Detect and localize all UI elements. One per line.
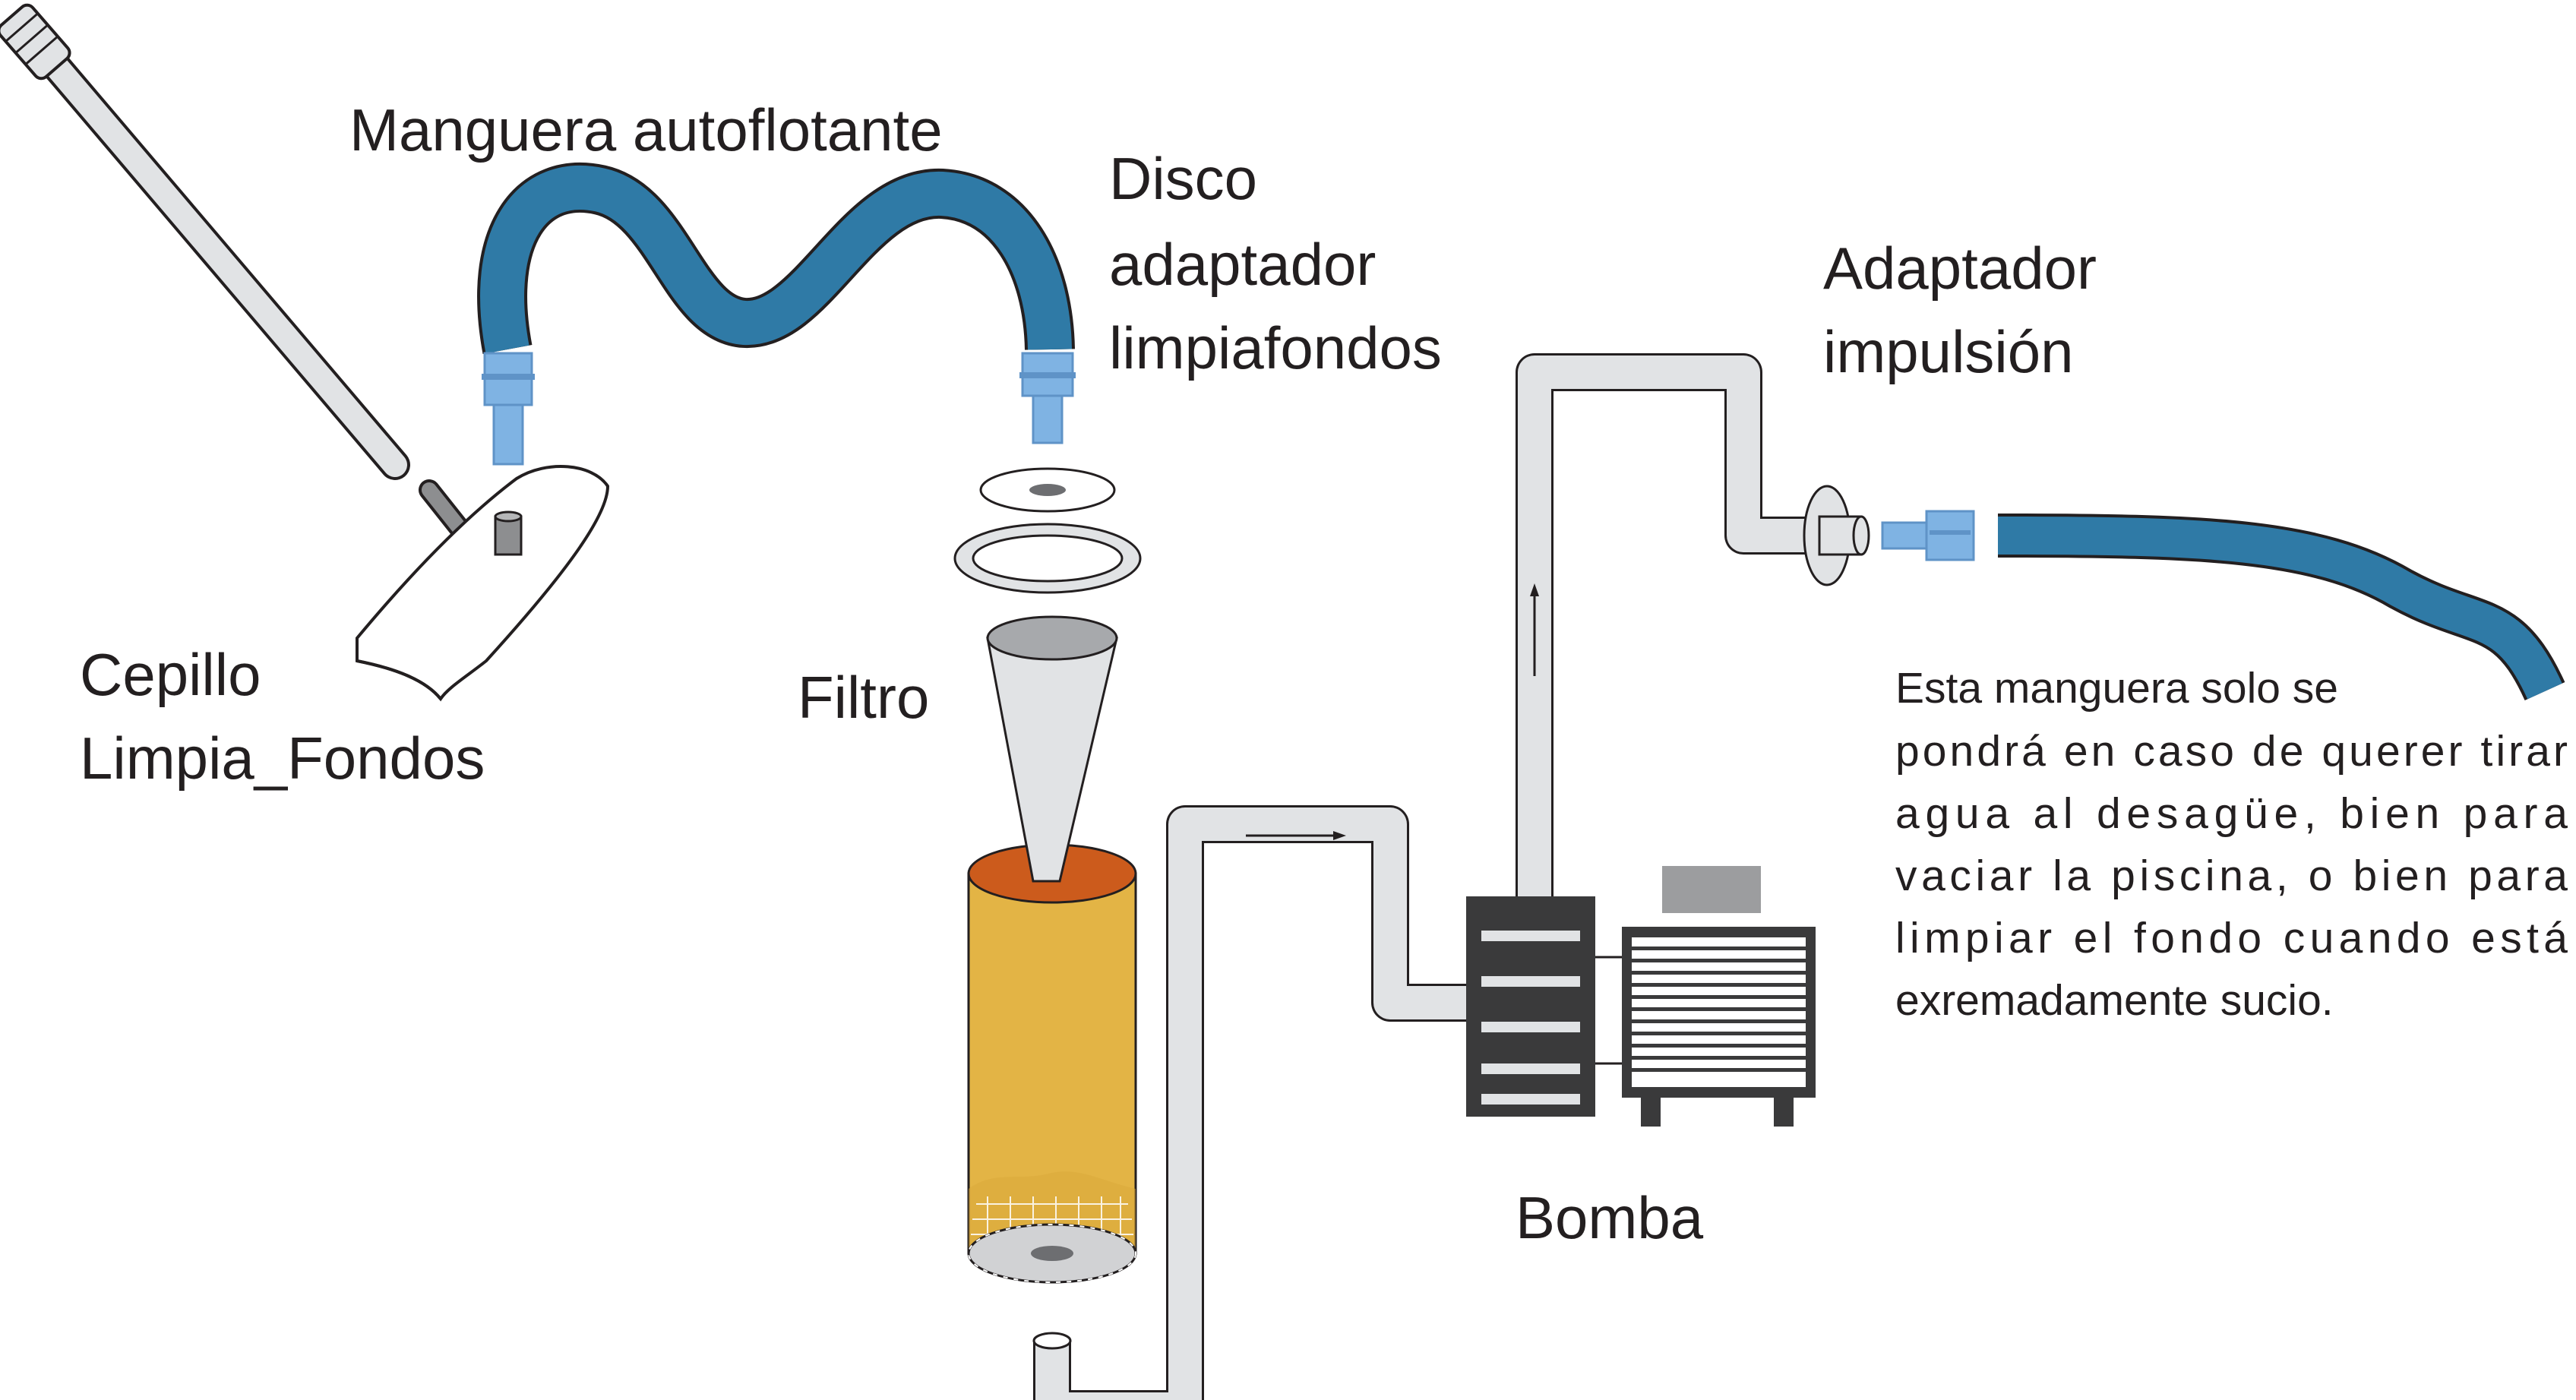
note-line: exremadamente sucio. [1895, 976, 2334, 1025]
brush-label-line2: Limpia_Fondos [80, 725, 485, 792]
flow-arrow-up-icon [1530, 583, 1539, 676]
motor-icon [1622, 866, 1816, 1127]
suction-pipe-icon [1032, 805, 1470, 1400]
flow-arrow-icon [1246, 831, 1346, 840]
disc-label-line3: limpiafondos [1109, 314, 1442, 381]
note-line: vaciar la piscina, o bien para [1895, 852, 2568, 900]
brush-pole-icon [0, 3, 478, 548]
note-line: Esta manguera solo se [1895, 664, 2338, 713]
hose-icon [477, 163, 1075, 355]
filter-icon [967, 615, 1137, 1284]
discharge-pipe-icon [1516, 353, 1819, 912]
hose-connector-left-icon [482, 352, 535, 466]
adapter-label-line2: impulsión [1823, 318, 2073, 385]
disc-label-line2: adaptador [1109, 231, 1376, 298]
brush-label-line1: Cepillo [80, 641, 261, 708]
filter-label: Filtro [798, 664, 929, 731]
note-text: Esta manguera solo se pondrá en caso de … [1895, 664, 2568, 1025]
disc-icon [953, 467, 1142, 594]
pump-icon [1466, 896, 1622, 1117]
brush-icon [356, 465, 610, 702]
discharge-connector-icon [1881, 510, 1975, 561]
hose-connector-right-icon [1019, 352, 1076, 444]
drain-hose-icon [1997, 514, 2565, 701]
adapter-label-line1: Adaptador [1823, 235, 2097, 302]
note-line: agua al desagüe, bien para [1895, 789, 2568, 838]
note-line: limpiar el fondo cuando está [1895, 914, 2568, 962]
note-line: pondrá en caso de querer tirar [1895, 727, 2568, 776]
discharge-adapter-icon [1803, 485, 1870, 586]
hose-label: Manguera autoflotante [349, 96, 943, 163]
pump-label: Bomba [1516, 1184, 1704, 1251]
disc-label-line1: Disco [1109, 145, 1257, 212]
